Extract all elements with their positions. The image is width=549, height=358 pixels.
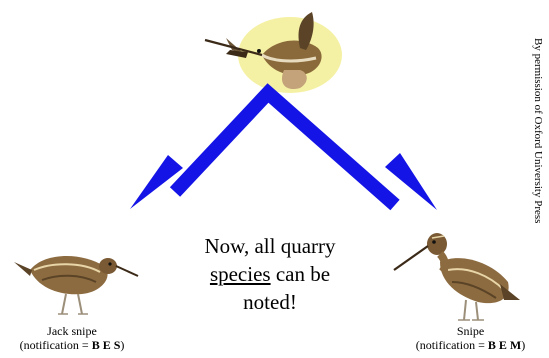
notification-prefix: (notification = bbox=[415, 338, 488, 352]
statement-line-3: noted! bbox=[243, 290, 297, 314]
jack-snipe-illustration bbox=[14, 255, 139, 315]
statement-line-1: Now, all quarry bbox=[204, 234, 336, 258]
statement-line-2: species can be bbox=[170, 260, 370, 288]
snipe-illustration bbox=[393, 233, 520, 321]
jack-snipe-caption: Jack snipe (notification = B E S) bbox=[2, 324, 142, 352]
statement-line-2-rest: can be bbox=[270, 262, 331, 286]
split-arrow bbox=[130, 83, 437, 211]
jack-snipe-name: Jack snipe bbox=[47, 324, 97, 338]
species-underlined-word: species bbox=[209, 262, 271, 286]
notification-codes: B E M bbox=[487, 338, 522, 352]
notification-codes: B E S bbox=[91, 338, 121, 352]
arrowhead-right bbox=[385, 153, 437, 210]
arrowhead-left bbox=[130, 155, 183, 209]
notification-suffix: ) bbox=[120, 338, 125, 352]
snipe-name: Snipe bbox=[456, 324, 485, 338]
credit-vertical-text: By permission of Oxford University Press bbox=[530, 38, 544, 323]
jack-snipe-notification: (notification = B E S) bbox=[2, 338, 142, 352]
notification-suffix: ) bbox=[521, 338, 526, 352]
notification-prefix: (notification = bbox=[19, 338, 92, 352]
snipe-in-flight-illustration bbox=[204, 12, 342, 93]
snipe-caption: Snipe (notification = B E M) bbox=[388, 324, 549, 352]
quarry-species-statement: Now, all quarry species can be noted! bbox=[170, 232, 370, 316]
snipe-notification: (notification = B E M) bbox=[388, 338, 549, 352]
credit-text: By permission of Oxford University Press bbox=[532, 38, 544, 224]
